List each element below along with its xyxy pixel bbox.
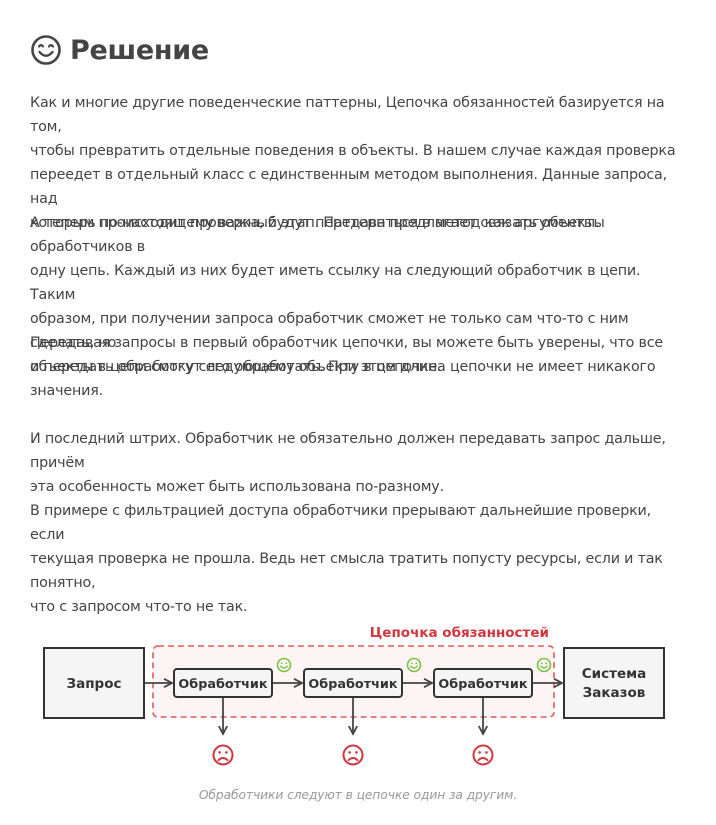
diagram-caption: Обработчики следуют в цепочке один за др… (198, 788, 518, 802)
section-heading: Решение (30, 30, 209, 70)
request-label: Запрос (67, 676, 122, 692)
handler-2: Обработчик (303, 668, 403, 698)
chain-label: Цепочка обязанностей (370, 625, 549, 641)
handler-label: Обработчик (308, 677, 398, 692)
paragraph: В примере с фильтрацией доступа обработч… (30, 503, 663, 615)
sad-face-icon (342, 744, 364, 766)
paragraph: Передавая запросы в первый обработчик це… (30, 335, 664, 399)
sad-face-icon (212, 744, 234, 766)
paragraph: Как и многие другие поведенческие паттер… (30, 95, 676, 231)
happy-face-icon (406, 657, 422, 673)
happy-face-icon (536, 657, 552, 673)
section-title: Решение (70, 34, 209, 66)
order-system-box (563, 647, 665, 719)
paragraph: А теперь по-настоящему важный этап. Патт… (30, 215, 641, 375)
request-box (43, 647, 145, 719)
sad-face-icon (472, 744, 494, 766)
handler-1: Обработчик (173, 668, 273, 698)
order-system-label-line1: Система (582, 666, 647, 682)
paragraph: И последний штрих. Обработчик не обязате… (30, 431, 666, 495)
handler-label: Обработчик (438, 677, 528, 692)
handler-3: Обработчик (433, 668, 533, 698)
order-system-label-line2: Заказов (583, 685, 646, 701)
smile-icon (31, 35, 61, 65)
handler-label: Обработчик (178, 677, 268, 692)
happy-face-icon (276, 657, 292, 673)
